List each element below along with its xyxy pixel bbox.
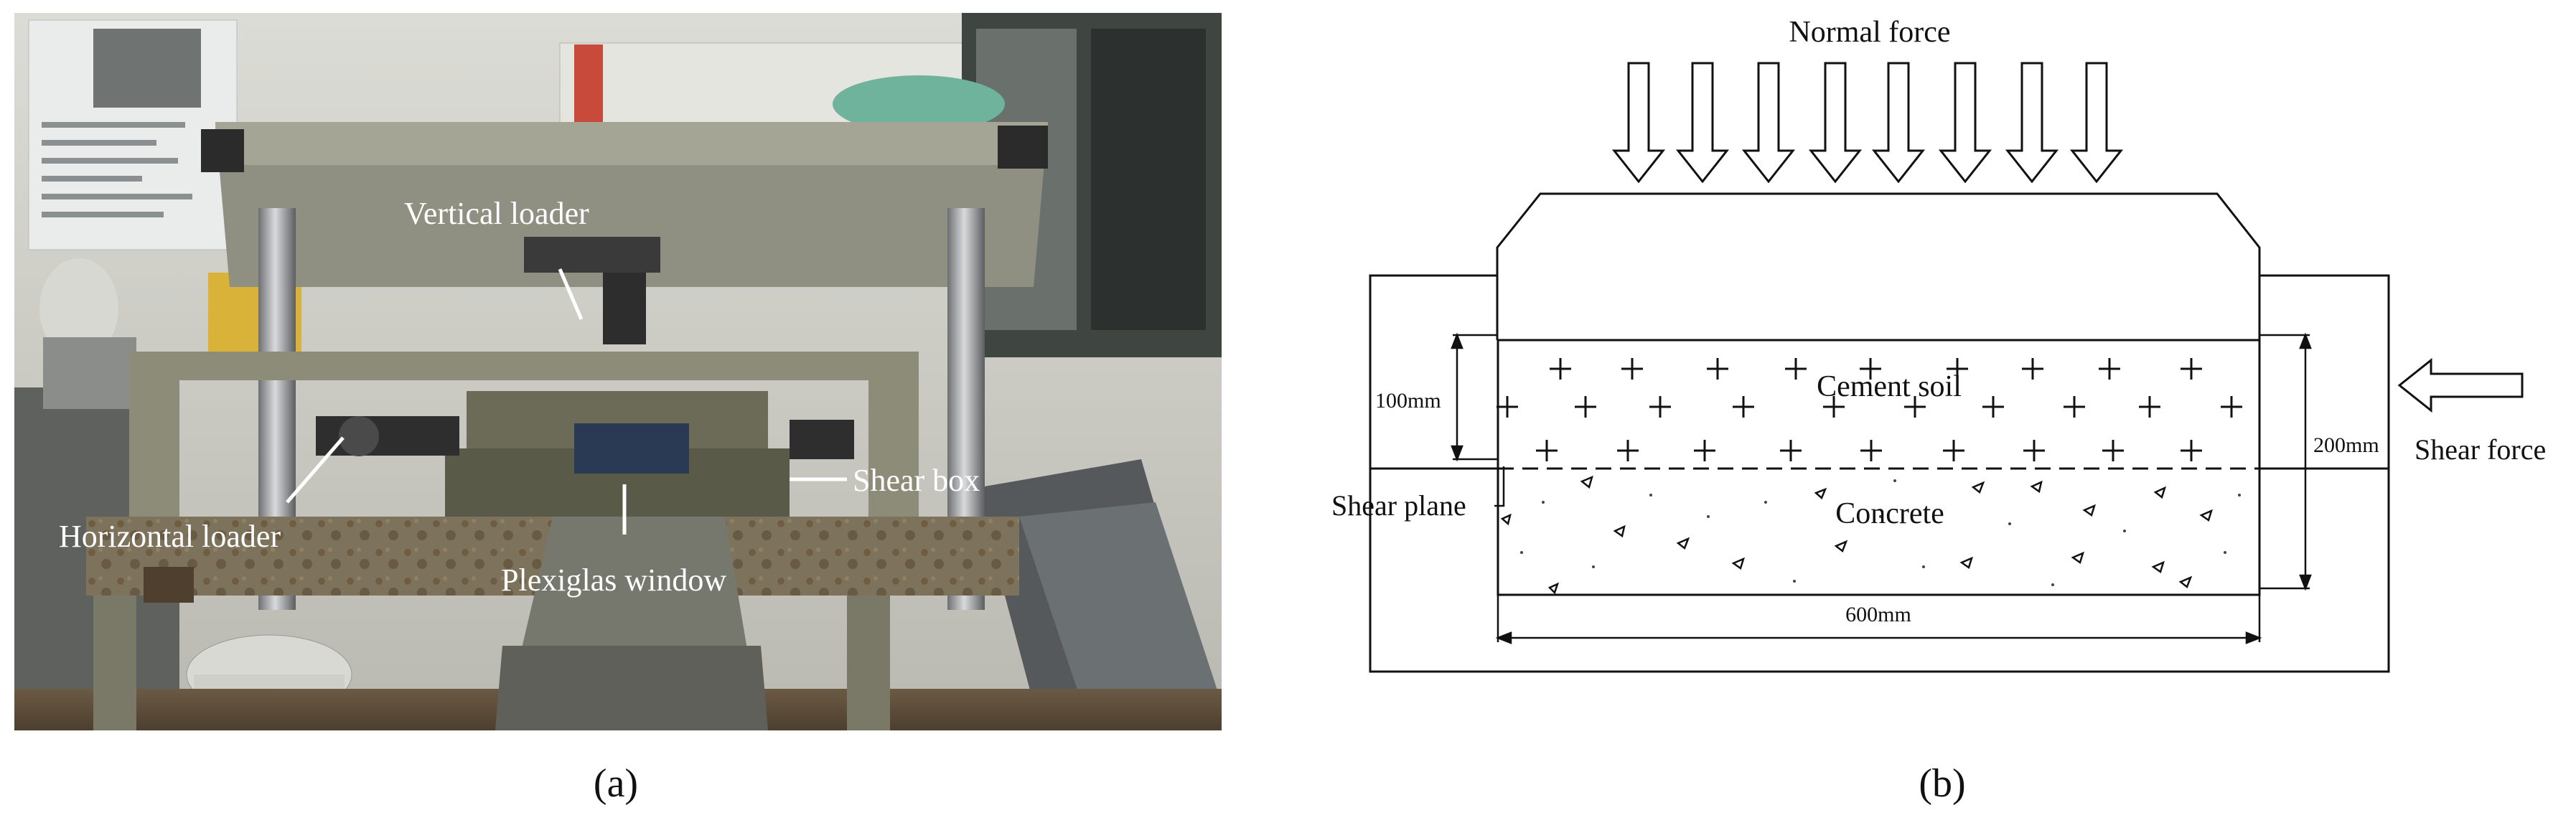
dimension-100mm (1451, 332, 1498, 462)
normal-force-arrow (1938, 62, 1992, 184)
label-vertical-loader: Vertical loader (404, 196, 589, 231)
caption-b: (b) (1919, 761, 1965, 806)
dimension-200mm (2259, 332, 2312, 591)
horizontal-loader-actuator (316, 416, 459, 456)
normal-force-arrow (1808, 62, 1863, 184)
caption-a: (a) (594, 761, 638, 806)
label-shear-plane: Shear plane (1331, 489, 1466, 522)
panel-b-diagram (1369, 62, 2524, 673)
label-dim-100mm: 100mm (1375, 389, 1441, 413)
normal-force-arrow (2069, 62, 2124, 184)
label-shear-force: Shear force (2415, 433, 2546, 466)
plexiglas-window-photo (574, 423, 689, 474)
label-horizontal-loader: Horizontal loader (59, 519, 281, 554)
normal-force-arrow (1741, 62, 1796, 184)
label-dim-600mm: 600mm (1845, 603, 1911, 626)
shear-force-arrow (2397, 357, 2524, 413)
label-concrete: Concrete (1835, 497, 1944, 530)
label-cement-soil: Cement soil (1817, 370, 1962, 403)
vertical-loader-cylinder (524, 237, 660, 273)
concrete-dots (1520, 479, 2241, 586)
normal-force-arrow (1611, 62, 1666, 184)
normal-force-arrows (1611, 62, 2124, 184)
cement-soil-marks (1497, 358, 2242, 461)
upper-loading-cap (1496, 192, 2261, 340)
concrete-marks (1500, 475, 2213, 595)
label-shear-box: Shear box (853, 463, 980, 498)
label-dim-200mm: 200mm (2313, 433, 2379, 457)
machine-frame (129, 352, 919, 380)
label-normal-force: Normal force (1789, 16, 1950, 49)
dimension-600mm (1495, 595, 2262, 644)
normal-force-arrow (1871, 62, 1926, 184)
panel-a-photo: Vertical loader Horizontal loader Shear … (14, 13, 1222, 806)
green-basin (833, 75, 1005, 133)
normal-force-arrow (1675, 62, 1730, 184)
normal-force-arrow (2005, 62, 2059, 184)
label-plexiglas-window: Plexiglas window (501, 563, 726, 598)
